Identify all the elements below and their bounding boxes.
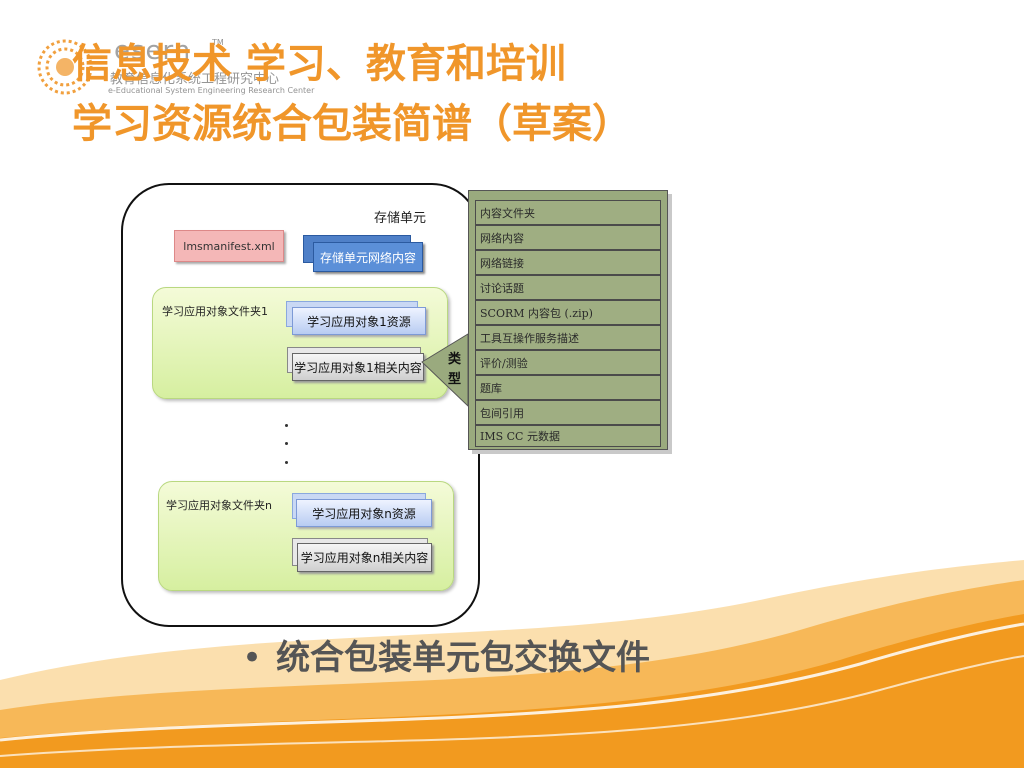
type-item: IMS CC 元数据 bbox=[475, 425, 661, 447]
slide-title-line1: 信息技术 学习、教育和培训 bbox=[72, 41, 566, 87]
folder-1-label: 学习应用对象文件夹1 bbox=[162, 305, 268, 318]
storage-unit-label: 存储单元 bbox=[374, 211, 427, 226]
ellipsis-dot bbox=[285, 424, 288, 427]
type-item: 工具互操作服务描述 bbox=[475, 325, 661, 350]
logo-cn-name: 教育信息化系统工程研究中心 bbox=[110, 72, 280, 87]
manifest-file-box: lmsmanifest.xml bbox=[174, 230, 284, 262]
type-item: SCORM 内容包 (.zip) bbox=[475, 300, 661, 325]
type-item: 内容文件夹 bbox=[475, 200, 661, 225]
type-list-panel: 内容文件夹 网络内容 网络链接 讨论话题 SCORM 内容包 (.zip) 工具… bbox=[468, 190, 668, 450]
type-item: 讨论话题 bbox=[475, 275, 661, 300]
logo: esern TM 教育信息化系统工程研究中心 e-Educational Sys… bbox=[36, 36, 314, 100]
folder-n-label: 学习应用对象文件夹n bbox=[166, 499, 272, 512]
bullet-point: • 统合包装单元包交换文件 bbox=[242, 630, 650, 679]
sun-logo-icon bbox=[37, 39, 93, 95]
type-item: 网络内容 bbox=[475, 225, 661, 250]
folder-1-resource-box: 学习应用对象1资源 bbox=[292, 307, 426, 335]
logo-en-name: e-Educational System Engineering Researc… bbox=[108, 86, 315, 95]
type-item: 题库 bbox=[475, 375, 661, 400]
bullet-symbol: • bbox=[242, 638, 263, 678]
bullet-text: 统合包装单元包交换文件 bbox=[276, 638, 651, 678]
type-label-char-2: 型 bbox=[448, 372, 462, 387]
logo-brand: esern bbox=[114, 36, 192, 66]
type-item: 网络链接 bbox=[475, 250, 661, 275]
folder-n-related-box: 学习应用对象n相关内容 bbox=[297, 543, 432, 572]
ellipsis-dot bbox=[285, 461, 288, 464]
folder-1-related-box: 学习应用对象1相关内容 bbox=[292, 353, 424, 381]
storage-network-box: 存储单元网络内容 bbox=[313, 242, 423, 272]
logo-trademark: TM bbox=[212, 38, 224, 47]
type-item: 包间引用 bbox=[475, 400, 661, 425]
folder-n-resource-box: 学习应用对象n资源 bbox=[296, 499, 432, 527]
type-item: 评价/测验 bbox=[475, 350, 661, 375]
type-label-char-1: 类 bbox=[448, 352, 462, 367]
ellipsis-dot bbox=[285, 442, 288, 445]
slide-title-line2: 学习资源统合包装简谱（草案） bbox=[72, 101, 632, 147]
background-swoosh bbox=[0, 560, 1024, 768]
